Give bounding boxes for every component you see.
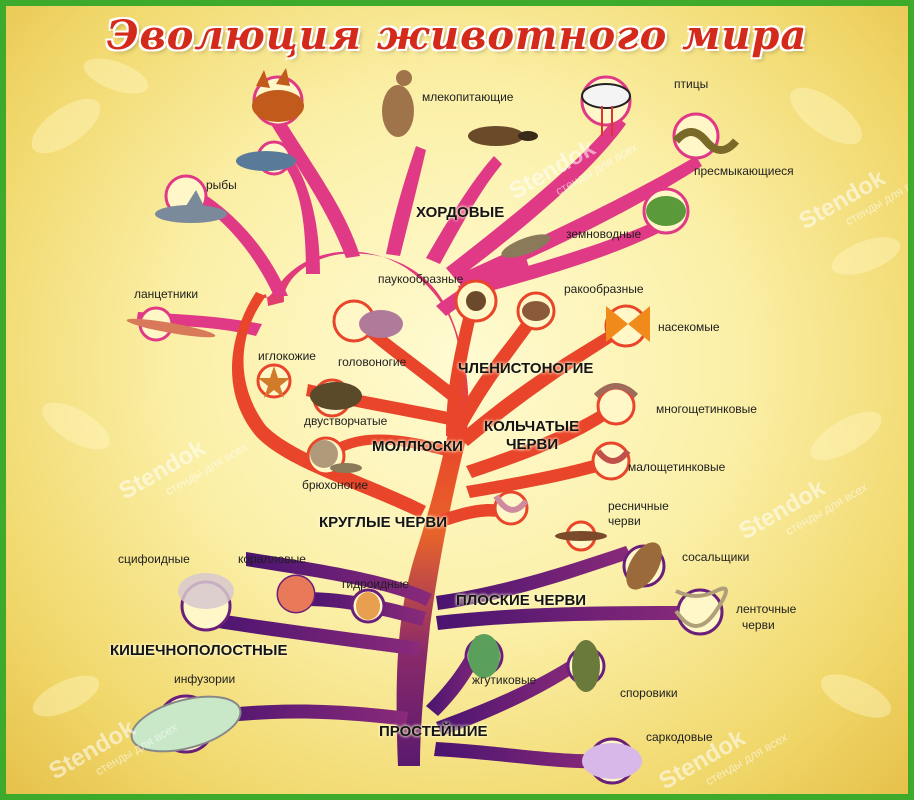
- platypus-image: [468, 126, 538, 146]
- snail-image: [310, 440, 362, 473]
- label-tapeworms-line1: ленточные: [736, 602, 797, 616]
- base-branches: [194, 546, 696, 769]
- hydra-image: [356, 592, 380, 620]
- crab-image: [522, 301, 550, 321]
- group-chordates: ХОРДОВЫЕ: [416, 204, 505, 221]
- label-turbellaria-line2: черви: [608, 514, 641, 528]
- label-amphibians: земноводные: [566, 227, 642, 241]
- label-insects: насекомые: [658, 320, 720, 334]
- label-reptiles: пресмыкающиеся: [694, 164, 794, 178]
- roundworm-image: [493, 494, 529, 513]
- label-cephalopods: головоногие: [338, 355, 407, 369]
- polychaete-image: [593, 383, 639, 399]
- planarian-image: [555, 531, 607, 541]
- label-arachnids: паукообразные: [378, 272, 464, 286]
- lizard-image: [501, 234, 551, 258]
- amoeba-image: [582, 743, 642, 779]
- label-sarcodina: саркодовые: [646, 730, 713, 744]
- label-fish: рыбы: [206, 178, 237, 192]
- label-lancelets: ланцетники: [134, 287, 199, 301]
- group-annelids-line1: КОЛЬЧАТЫЕ: [484, 418, 580, 435]
- label-corals: коралловые: [238, 552, 306, 566]
- label-flagellates: жгутиковые: [472, 673, 537, 687]
- spider-image: [466, 291, 486, 311]
- group-arthropods: ЧЛЕНИСТОНОГИЕ: [458, 360, 594, 377]
- background-leaves: [31, 58, 901, 718]
- tree-trunk: [264, 251, 469, 767]
- stork-image: [581, 83, 631, 136]
- evolution-tree: [31, 58, 901, 785]
- label-tapeworms-line2: черви: [742, 618, 775, 632]
- group-annelids-line2: ЧЕРВИ: [506, 436, 559, 453]
- euglena-image: [468, 634, 500, 678]
- group-flatworms: ПЛОСКИЕ ЧЕРВИ: [456, 592, 587, 609]
- tapeworm-image: [674, 586, 728, 628]
- snake-image: [672, 128, 740, 154]
- sporozoan-image: [572, 640, 600, 692]
- tuna-image: [236, 151, 296, 171]
- label-flukes: сосальщики: [682, 550, 750, 564]
- butterfly-image: [606, 306, 650, 342]
- label-ciliates: инфузории: [174, 672, 236, 686]
- coral-image: [278, 576, 314, 612]
- middle-branches: [232, 292, 622, 528]
- label-turbellaria-line1: ресничные: [608, 499, 669, 513]
- fox-image: [252, 68, 304, 122]
- poster-title: Эволюция животного мира: [106, 12, 808, 59]
- label-bivalves: двустворчатые: [304, 414, 388, 428]
- lancelet-image: [126, 318, 216, 338]
- jellyfish-image: [178, 573, 234, 609]
- label-hydroids: гидроидные: [342, 577, 410, 591]
- group-protozoa: ПРОСТЕЙШИЕ: [379, 723, 488, 740]
- starfish-image: [258, 366, 290, 398]
- group-molluscs: МОЛЛЮСКИ: [372, 438, 463, 455]
- label-mammals: млекопитающие: [422, 90, 514, 104]
- label-crustaceans: ракообразные: [564, 282, 644, 296]
- fluke-image: [626, 542, 662, 590]
- frog-image: [646, 196, 686, 226]
- earthworm-image: [595, 449, 631, 464]
- group-roundworms: КРУГЛЫЕ ЧЕРВИ: [319, 514, 447, 531]
- label-scyphozoa: сцифоидные: [118, 552, 190, 566]
- squid-image: [359, 310, 403, 338]
- label-echinoderms: иглокожие: [258, 349, 316, 363]
- label-polychaetes: многощетинковые: [656, 402, 757, 416]
- label-birds: птицы: [674, 77, 709, 91]
- shark-image: [155, 190, 227, 223]
- label-sporozoa: споровики: [620, 686, 678, 700]
- group-cnidarians: КИШЕЧНОПОЛОСТНЫЕ: [110, 642, 288, 659]
- label-oligochaetes: малощетинковые: [628, 460, 726, 474]
- mussel-image: [310, 382, 362, 410]
- kangaroo-image: [382, 70, 414, 137]
- paramecium-image: [130, 695, 242, 753]
- label-gastropods: брюхоногие: [302, 478, 369, 492]
